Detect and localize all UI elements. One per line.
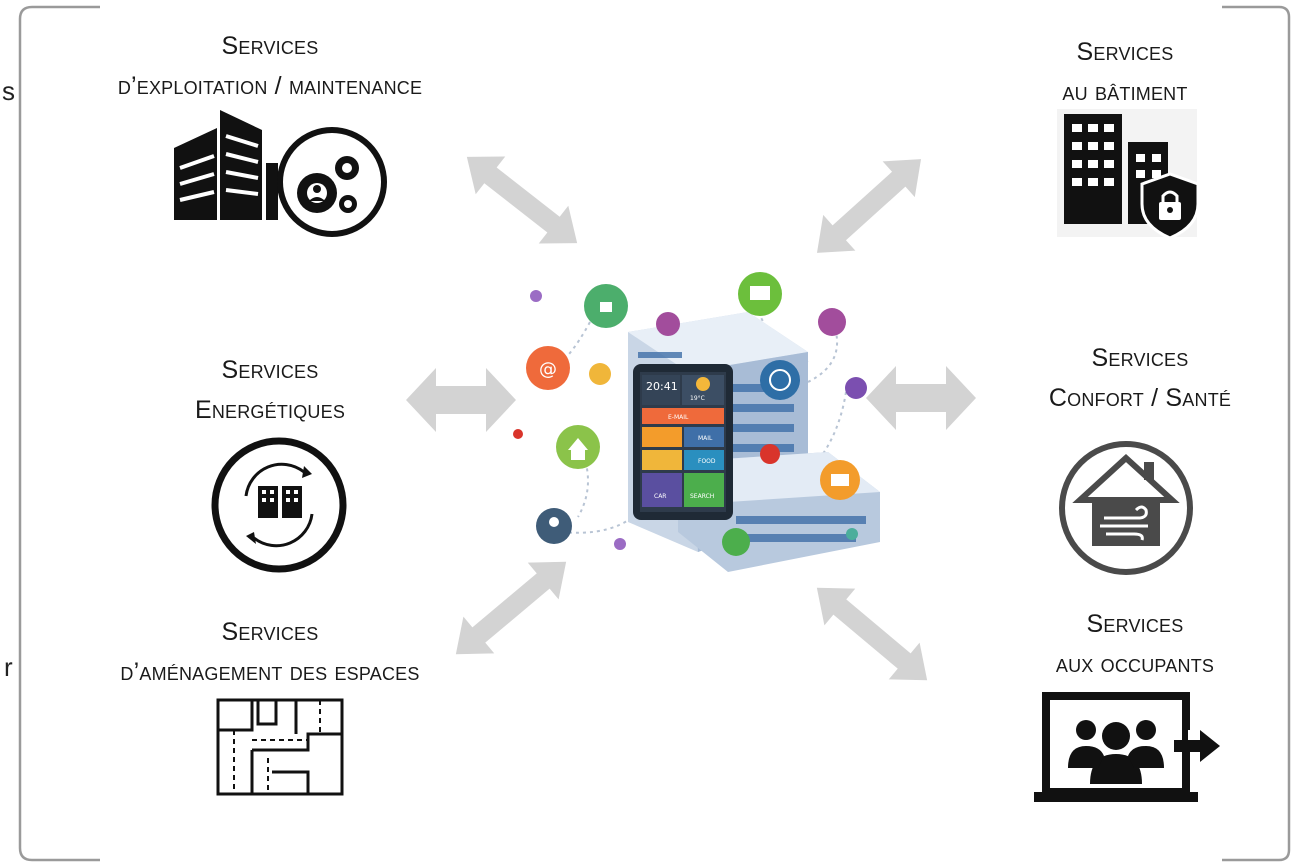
label-subtitle: au bâtiment [1062,78,1188,106]
label-title: Services [1076,38,1174,66]
label-subtitle: d’aménagement des espaces [120,658,420,686]
label-amenagement: Services d’aménagement des espaces [60,612,480,692]
edge-fragment-bottom: r [4,652,13,682]
edge-fragment-top: s [2,76,15,106]
tablet-temperature: 19°C [690,395,705,402]
building-gears-icon [174,110,387,237]
label-subtitle: Energétiques [194,396,346,424]
building-shield-lock-icon [1057,109,1200,240]
label-confort: Services Confort / Santé [1000,338,1280,418]
screen-people-arrow-icon [1034,692,1220,802]
double-arrow-icon [816,587,928,681]
double-arrow-icon [406,368,516,432]
label-subtitle: aux occupants [1055,650,1215,678]
tablet-tile-mail: MAIL [698,435,713,442]
smart-building-tablet-icon: 20:41 19°C E-MAIL MAIL FOOD CAR SEARCH @ [513,272,880,572]
svg-text:@: @ [539,359,557,380]
label-occupants: Services aux occupants [1010,604,1260,684]
house-air-icon [1059,441,1193,575]
double-arrow-icon [466,156,578,244]
label-title: Services [1086,610,1184,638]
label-subtitle: d’exploitation / maintenance [117,72,423,100]
label-subtitle: Confort / Santé [1048,384,1232,412]
double-arrow-icon [866,366,976,430]
label-exploitation: Services d’exploitation / maintenance [60,26,480,106]
label-title: Services [221,356,319,384]
tablet-time: 20:41 [646,380,678,393]
label-energetiques: Services Energétiques [150,350,390,430]
label-title: Services [1091,344,1189,372]
energy-cycle-building-icon [211,437,347,573]
label-title: Services [221,32,319,60]
tablet-tile-email: E-MAIL [668,414,689,421]
tablet-tile-food: FOOD [698,458,716,465]
label-batiment: Services au bâtiment [1000,32,1250,112]
tablet-tile-search: SEARCH [690,493,714,500]
tablet-tile-car: CAR [654,493,666,500]
double-arrow-icon [816,159,922,253]
floor-plan-icon [216,698,344,796]
label-title: Services [221,618,319,646]
double-arrow-icon [455,561,567,655]
